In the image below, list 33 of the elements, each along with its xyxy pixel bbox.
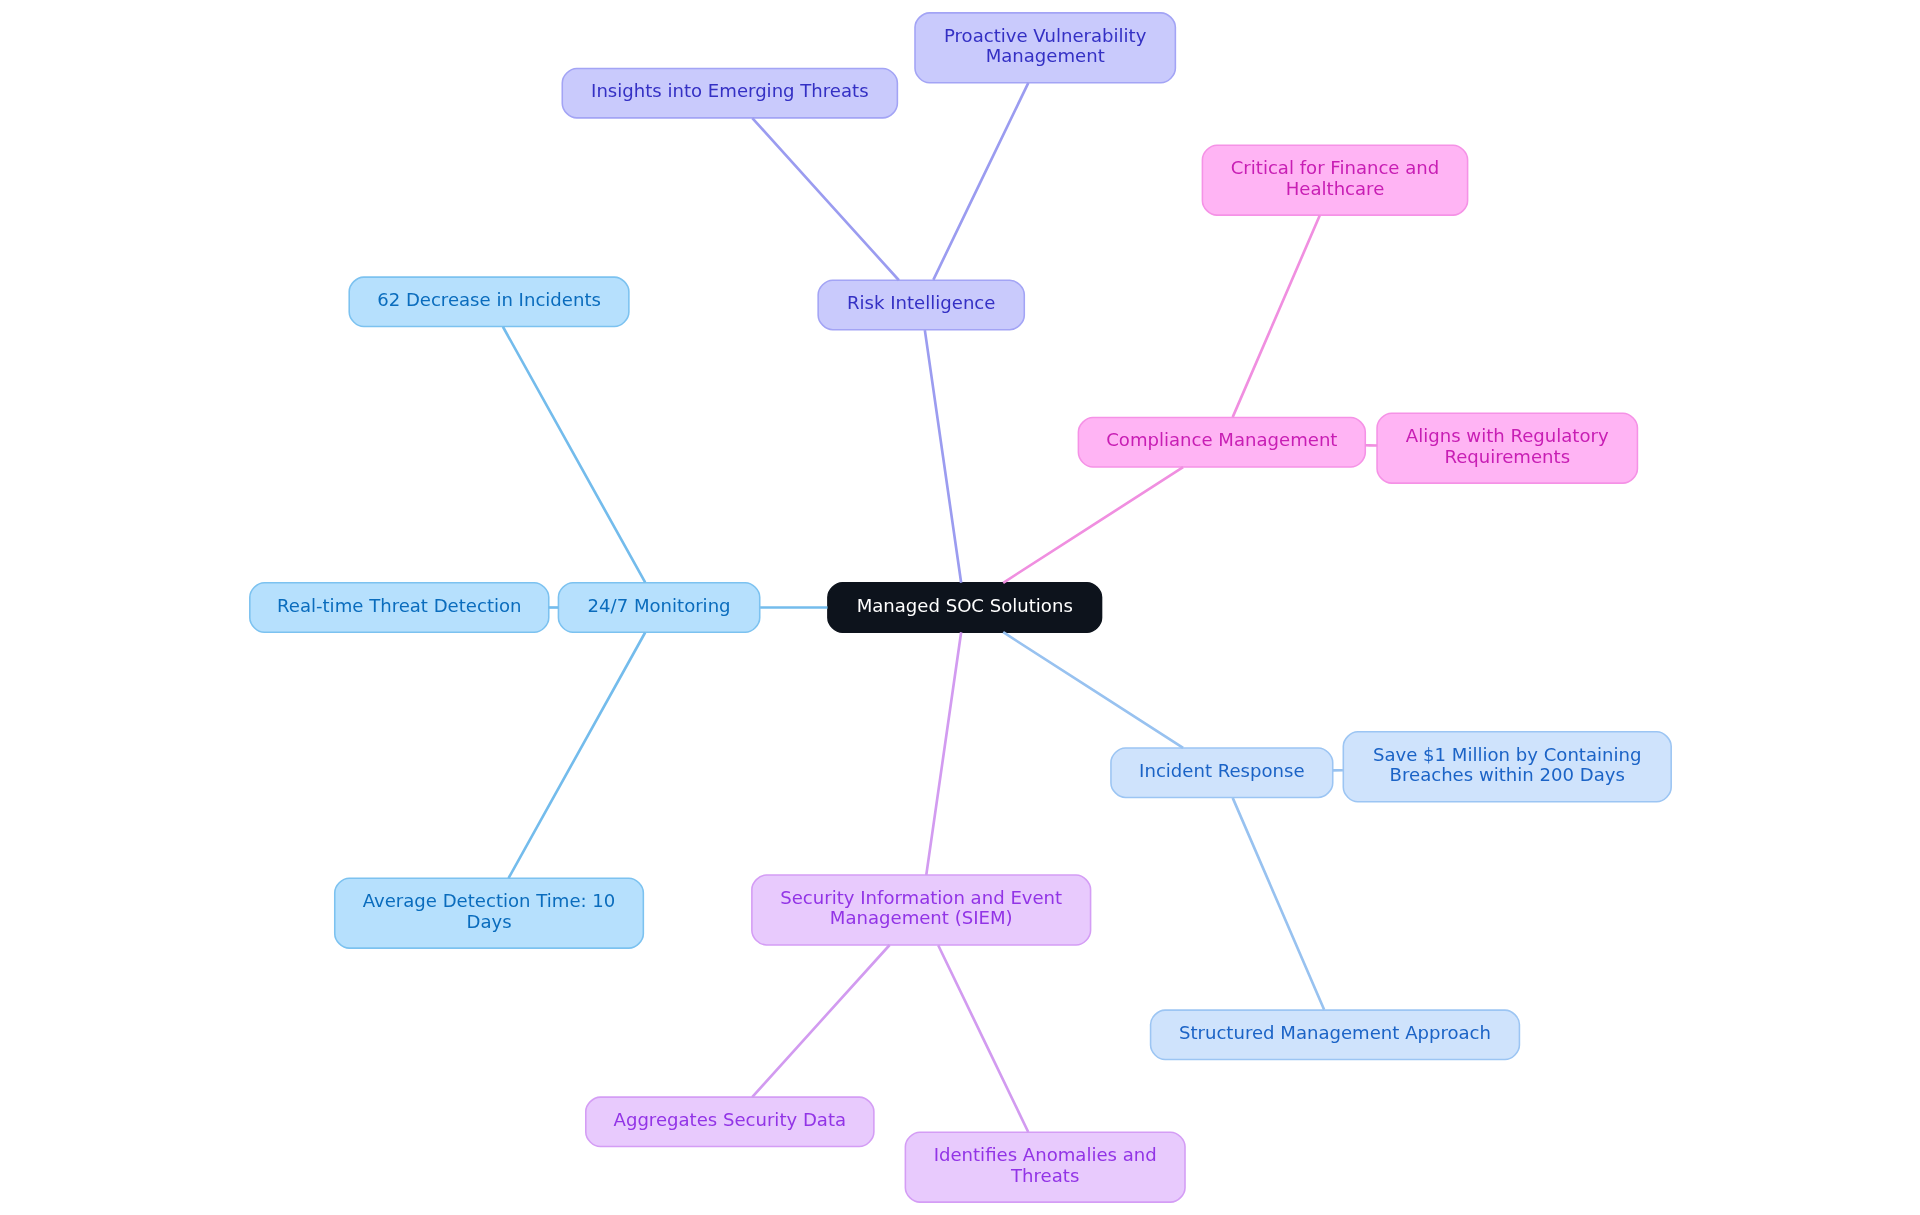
connector	[1230, 215, 1321, 418]
connector	[1364, 443, 1377, 447]
node-box: Real-time Threat Detection	[248, 582, 550, 633]
node-box: Proactive Vulnerability Management	[913, 12, 1176, 84]
node-box: Incident Response	[1109, 747, 1334, 799]
connector	[923, 329, 962, 583]
connector	[924, 632, 962, 876]
node-box: Compliance Management	[1077, 416, 1366, 468]
connector	[548, 606, 558, 609]
connector	[1002, 631, 1184, 749]
connector	[501, 326, 646, 584]
node-box: Security Information and Event Management (SIEM)	[750, 874, 1091, 946]
connector	[931, 82, 1029, 281]
node-box: Aligns with Regulatory Requirements	[1375, 412, 1638, 484]
connector	[759, 606, 828, 609]
node-box: Save $1 Million by Containing Breaches within 200 Days	[1342, 731, 1672, 803]
connector	[1332, 768, 1343, 772]
node-box: Structured Management Approach	[1149, 1009, 1520, 1061]
node-box: 62 Decrease in Incidents	[347, 276, 630, 328]
node-box: Aggregates Security Data	[584, 1096, 875, 1148]
connector	[1002, 466, 1184, 584]
node-box: 24/7 Monitoring	[557, 582, 760, 633]
connector	[936, 944, 1029, 1133]
node-box: Critical for Finance and Healthcare	[1201, 144, 1468, 216]
node-box: Identifies Anomalies and Threats	[904, 1131, 1186, 1203]
node-box: Average Detection Time: 10 Days	[333, 877, 644, 949]
node-box: Risk Intelligence	[816, 279, 1025, 331]
node-box: Insights into Emerging Threats	[561, 67, 898, 119]
connector	[750, 944, 891, 1098]
connector	[506, 631, 646, 879]
connector	[1230, 797, 1325, 1011]
connector	[750, 117, 900, 282]
node-box: Managed SOC Solutions	[826, 582, 1102, 633]
